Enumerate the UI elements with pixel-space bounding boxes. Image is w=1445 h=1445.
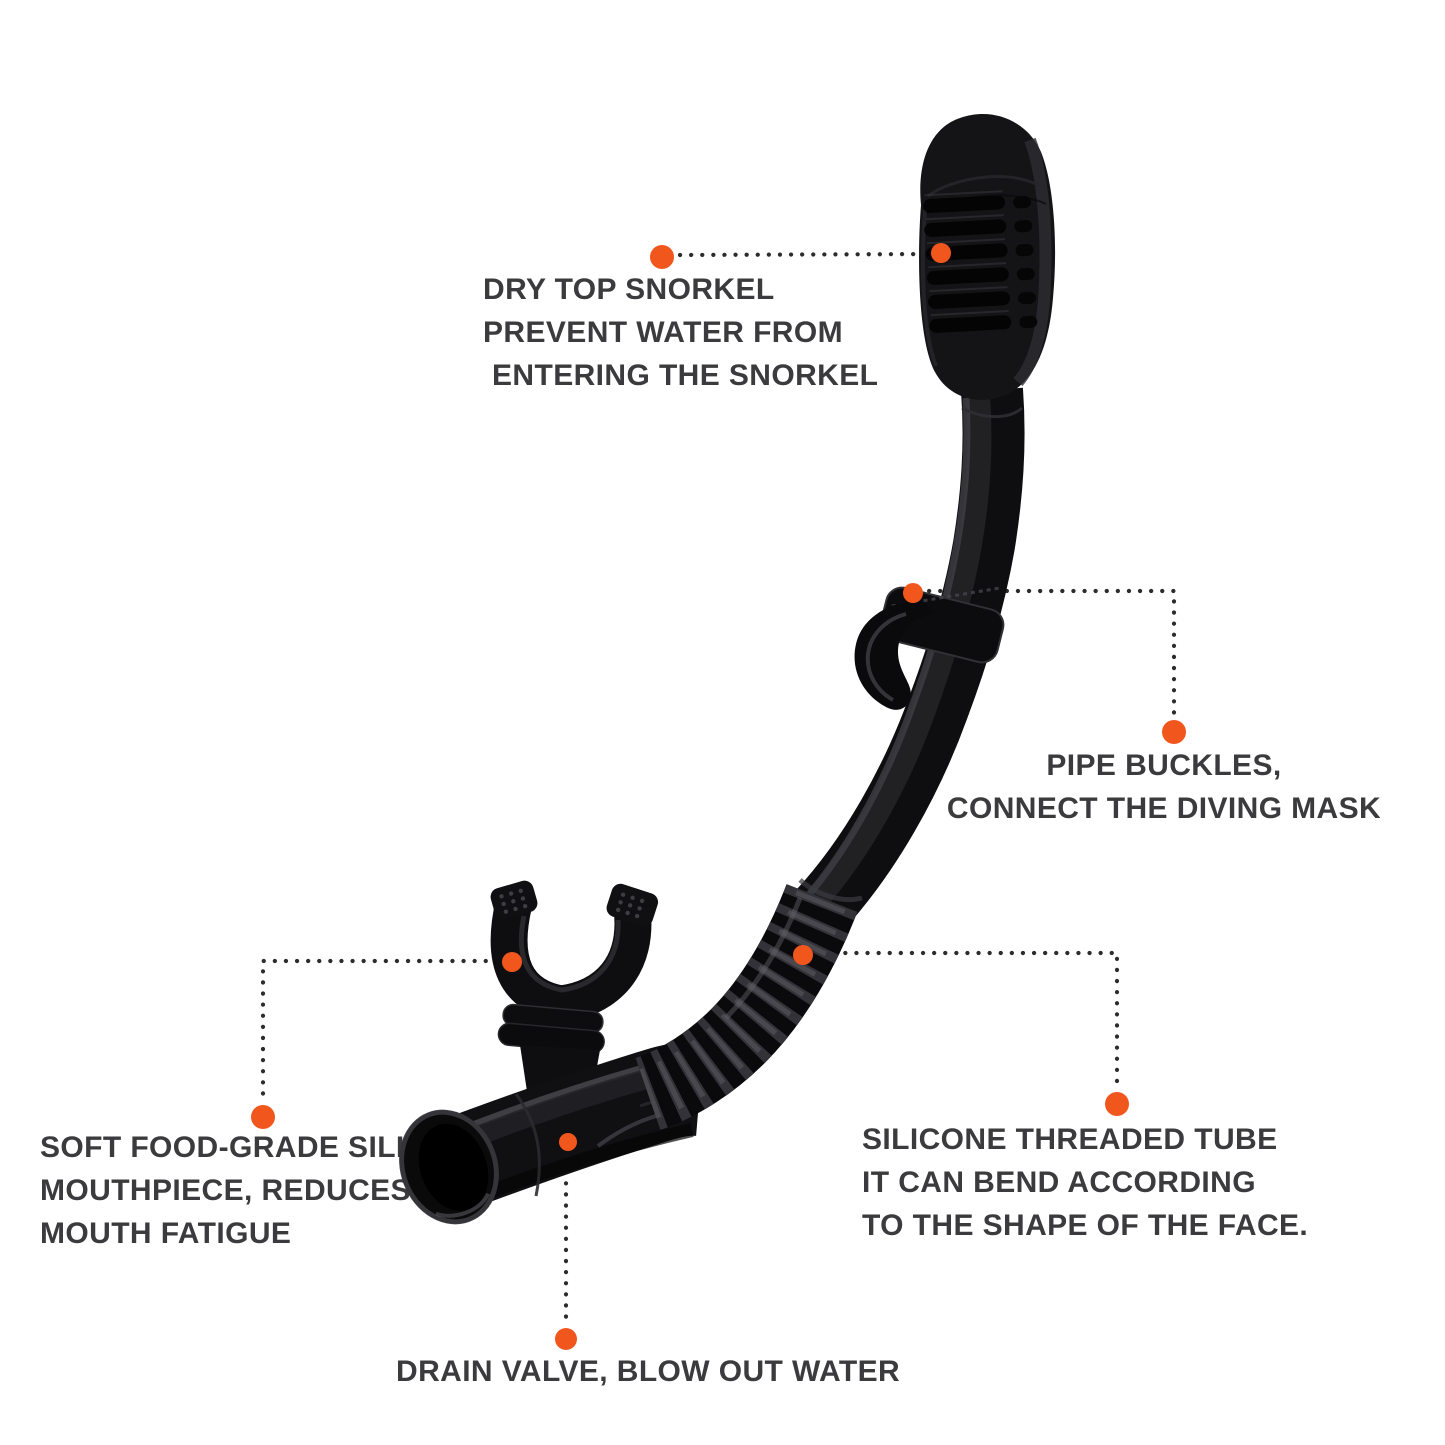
annotation-line: MOUTHPIECE, REDUCES: [40, 1174, 411, 1207]
corrugated-rib-tops: [639, 888, 847, 1119]
lower-tube-shade: [455, 1123, 694, 1211]
corrugated-base: [634, 884, 858, 1130]
corrugated-gloss: [724, 897, 803, 1020]
annotation-drain-valve: DRAIN VALVE, BLOW OUT WATER: [396, 1350, 900, 1393]
annotation-dry-top: DRY TOP SNORKEL PREVENT WATER FROM ENTER…: [483, 268, 878, 397]
annotation-line: SILICONE THREADED TUBE: [862, 1123, 1278, 1156]
mouthpiece-stem: [520, 1045, 600, 1105]
annotation-line: PREVENT WATER FROM: [483, 316, 843, 349]
head-cap-seam2: [925, 194, 1047, 215]
corrugated-tube: [634, 878, 863, 1130]
corrugated-ribs: [634, 884, 858, 1130]
marker-dot-pipe-buckle-product: [903, 583, 923, 603]
head-cap-seam: [927, 175, 1041, 198]
leader-dry-top: [677, 251, 941, 258]
lower-tube-seam: [514, 1093, 541, 1197]
leader-mouthpiece: [260, 958, 511, 1102]
annotation-line: SOFT FOOD-GRADE SILICONE: [40, 1131, 493, 1164]
annotation-line: DRY TOP SNORKEL: [483, 273, 775, 306]
annotation-line: ENTERING THE SNORKEL: [492, 359, 879, 392]
lower-tube-sheen: [468, 1061, 679, 1148]
mouthpiece: [490, 880, 659, 1105]
dry-top-head: [919, 113, 1056, 400]
buckle-band: [879, 586, 1005, 664]
annotation-line: DRAIN VALVE, BLOW OUT WATER: [396, 1355, 901, 1388]
annotation-line: IT CAN BEND ACCORDING: [862, 1166, 1256, 1199]
annotation-pipe-buckles: PIPE BUCKLES, CONNECT THE DIVING MASK: [941, 744, 1387, 830]
marker-dot-threaded-tube-label: [1105, 1092, 1129, 1116]
drain-valve-flap: [596, 1108, 699, 1148]
marker-dot-threaded-tube-product: [793, 945, 813, 965]
marker-dot-mouthpiece-product: [502, 952, 522, 972]
marker-dot-dry-top-label: [650, 245, 674, 269]
lower-tube-highlight: [468, 1056, 673, 1130]
mouthpiece-u: [490, 884, 652, 1023]
buckle-teeth: [891, 586, 1001, 608]
head-right-sheen: [1013, 137, 1052, 386]
marker-dot-dry-top-product: [931, 243, 951, 263]
corrugated-collar: [798, 878, 863, 903]
bite-tab-right: [606, 883, 659, 927]
marker-dot-drain-valve-label: [555, 1328, 577, 1350]
drain-valve-flap2: [639, 1096, 701, 1108]
annotation-line: MOUTH FATIGUE: [40, 1217, 292, 1250]
bite-tab-left: [490, 880, 538, 920]
annotation-threaded-tube: SILICONE THREADED TUBE IT CAN BEND ACCOR…: [862, 1118, 1308, 1247]
vent-slots: [923, 190, 1038, 333]
upper-tube-body: [795, 387, 1025, 934]
marker-dot-pipe-buckle-label: [1162, 720, 1186, 744]
marker-dot-drain-valve-product: [559, 1133, 577, 1151]
buckle-hook: [854, 600, 934, 710]
mouthpiece-inner-highlight: [518, 915, 621, 993]
mouthpiece-collar: [497, 1003, 605, 1054]
head-body: [919, 113, 1056, 400]
pipe-buckle: [854, 586, 1005, 710]
leader-threaded-tube: [809, 950, 1120, 1091]
annotation-line: TO THE SHAPE OF THE FACE.: [862, 1209, 1309, 1242]
head-left-rim: [920, 209, 938, 367]
annotation-mouthpiece: SOFT FOOD-GRADE SILICONE MOUTHPIECE, RED…: [40, 1126, 493, 1255]
annotation-line: CONNECT THE DIVING MASK: [946, 792, 1382, 825]
upper-tube-seam: [961, 406, 1024, 419]
leader-pipe-buckles: [915, 588, 1177, 717]
upper-tube: [795, 387, 1025, 934]
buckle-hook-highlight: [865, 612, 907, 702]
annotation-line: PIPE BUCKLES,: [1046, 749, 1282, 782]
